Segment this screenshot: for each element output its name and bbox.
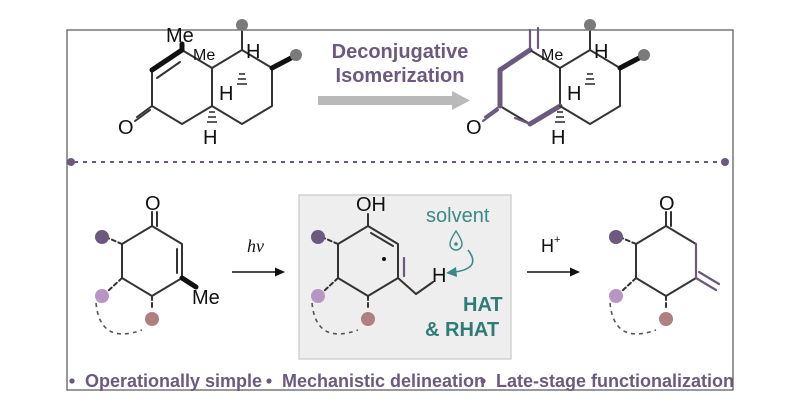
gray-dot-2 — [290, 49, 302, 61]
reaction-title-line1: Deconjugative — [332, 41, 469, 63]
gray-dot-1 — [236, 19, 248, 31]
bottom-right-molecule: O — [609, 193, 721, 335]
bottom-left-me: Me — [192, 287, 220, 309]
gray-dot-4 — [638, 49, 650, 61]
dot-mauve-3 — [659, 312, 673, 326]
hv-label: hv — [247, 236, 264, 256]
bottom-right-o: O — [659, 193, 675, 215]
top-left-h-right: H — [246, 41, 260, 63]
bottom-left-molecule: O Me — [95, 193, 220, 335]
top-left-h-bottom: H — [203, 127, 217, 149]
photo-arrow — [232, 267, 285, 277]
solvent-label: solvent — [426, 205, 490, 227]
top-right-h-right: H — [594, 41, 608, 63]
divider — [67, 158, 729, 166]
outer-frame — [66, 29, 734, 391]
h-plus-label: H — [541, 236, 554, 256]
intermediate-panel — [298, 194, 512, 360]
top-left-o: O — [118, 117, 134, 139]
top-left-me-mid: Me — [193, 47, 215, 64]
top-right-h-center: H — [567, 83, 581, 105]
dot-mauve-1 — [145, 312, 159, 326]
bullet-3 — [480, 378, 486, 384]
top-right-h-bottom: H — [551, 127, 565, 149]
dot-light-purple-3 — [609, 289, 623, 303]
dot-light-purple-1 — [95, 289, 109, 303]
acid-arrow — [527, 267, 580, 277]
intermediate-molecule: OH H — [311, 194, 446, 335]
top-right-molecule: Me H H O H — [466, 19, 650, 149]
top-left-me-top: Me — [166, 25, 194, 47]
dot-light-purple-2 — [311, 289, 325, 303]
bullet-2 — [266, 378, 272, 384]
gray-dot-3 — [584, 19, 596, 31]
rhat-label: & RHAT — [425, 319, 499, 341]
footer-item-3: Late-stage functionalization — [496, 371, 734, 391]
solvent-drop-icon — [449, 229, 463, 251]
footer-item-2: Mechanistic delineation — [282, 371, 485, 391]
reaction-title-line2: Isomerization — [336, 65, 465, 87]
dot-dark-purple-2 — [311, 230, 325, 244]
top-right-o: O — [466, 117, 482, 139]
top-left-h-center: H — [219, 83, 233, 105]
top-left-molecule: Me Me H H O H — [118, 19, 302, 149]
intermediate-oh: OH — [356, 194, 386, 216]
gray-reaction-arrow — [318, 91, 470, 110]
footer-item-1: Operationally simple — [85, 371, 262, 391]
dot-mauve-2 — [361, 312, 375, 326]
hat-label: HAT — [463, 294, 503, 316]
bottom-left-o: O — [145, 193, 161, 215]
intermediate-h: H — [432, 265, 446, 287]
h-plus-superscript: + — [554, 234, 560, 246]
top-right-me-mid: Me — [541, 47, 563, 64]
hat-curved-arrow — [446, 249, 474, 277]
radical-dot — [382, 257, 386, 261]
footer-bullets: Operationally simple Mechanistic delinea… — [69, 371, 734, 391]
bullet-1 — [69, 378, 75, 384]
dot-dark-purple-1 — [95, 230, 109, 244]
dot-dark-purple-3 — [609, 230, 623, 244]
